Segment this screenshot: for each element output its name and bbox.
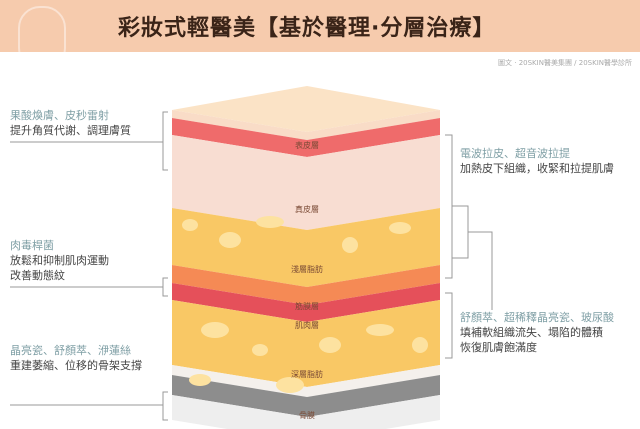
note-body: 放鬆和抑制肌肉運動 [10, 254, 109, 267]
fat-cell [201, 322, 229, 338]
layer-periosteum [172, 375, 440, 417]
note-body: 恢復肌膚飽滿度 [460, 341, 537, 354]
note-heading: 晶亮瓷、舒顏萃、洢蓮絲 [10, 344, 131, 357]
note-body: 改善動態紋 [10, 269, 65, 282]
fat-cell [412, 337, 428, 353]
fat-cell [319, 337, 341, 353]
note-heading: 電波拉皮、超音波拉提 [460, 147, 570, 160]
fat-cell [256, 216, 284, 228]
right-note-2: 舒顏萃、超稀釋晶亮瓷、玻尿酸 填補軟組織流失、塌陷的體積 恢復肌膚飽滿度 [460, 310, 614, 355]
fat-cell [219, 232, 241, 248]
fat-cell [189, 374, 211, 386]
header-banner: 彩妝式輕醫美【基於醫理·分層治療】 [0, 0, 640, 70]
note-heading: 果酸煥膚、皮秒雷射 [10, 109, 109, 122]
note-body: 提升角質代謝、調理膚質 [10, 124, 131, 137]
layer-label: 肌肉層 [295, 320, 319, 330]
fat-cell [182, 219, 198, 231]
note-heading: 舒顏萃、超稀釋晶亮瓷、玻尿酸 [460, 311, 614, 324]
left-note-1: 果酸煥膚、皮秒雷射 提升角質代謝、調理膚質 [10, 108, 131, 138]
layer-fascia [172, 265, 440, 305]
note-body: 重建萎縮、位移的骨架支撐 [10, 359, 142, 372]
bracket-lines [10, 111, 493, 421]
note-body: 填補軟組織流失、塌陷的體積 [460, 326, 603, 339]
layer-gap [172, 365, 440, 397]
layer-epidermis [172, 118, 440, 157]
layer-superficial-fat [172, 208, 440, 287]
fat-cell [389, 222, 411, 234]
layer-label: 表皮層 [295, 140, 319, 150]
layer-muscle [172, 283, 440, 322]
fat-cell [276, 377, 304, 393]
fat-cell [252, 344, 268, 356]
fat-cell [366, 324, 394, 336]
right-note-1: 電波拉皮、超音波拉提 加熱皮下組織，收緊和拉提肌膚 [460, 146, 614, 176]
credit-text: 圖文 · 20SKIN醫美集團 / 20SKIN醫學診所 [498, 59, 632, 67]
page-title: 彩妝式輕醫美【基於醫理·分層治療】 [118, 16, 496, 41]
cube-top-face [172, 86, 440, 132]
layer-label: 筋膜層 [295, 301, 319, 311]
left-note-3: 晶亮瓷、舒顏萃、洢蓮絲 重建萎縮、位移的骨架支撐 [10, 343, 142, 373]
note-heading: 肉毒桿菌 [10, 239, 54, 252]
layer-label: 淺層脂肪 [291, 264, 323, 274]
fat-cell [342, 237, 358, 253]
layer-bone-base [172, 395, 440, 429]
left-note-2: 肉毒桿菌 放鬆和抑制肌肉運動 改善動態紋 [10, 238, 109, 283]
brand-logo-watermark [18, 6, 66, 70]
layer-surface [172, 110, 440, 140]
layer-label: 真皮層 [295, 204, 319, 214]
note-body: 加熱皮下組織，收緊和拉提肌膚 [460, 162, 614, 175]
layer-label: 深層脂肪 [291, 369, 323, 379]
layer-dermis [172, 135, 440, 230]
layer-label: 骨膜 [299, 410, 315, 420]
layer-deep-fat [172, 300, 440, 387]
